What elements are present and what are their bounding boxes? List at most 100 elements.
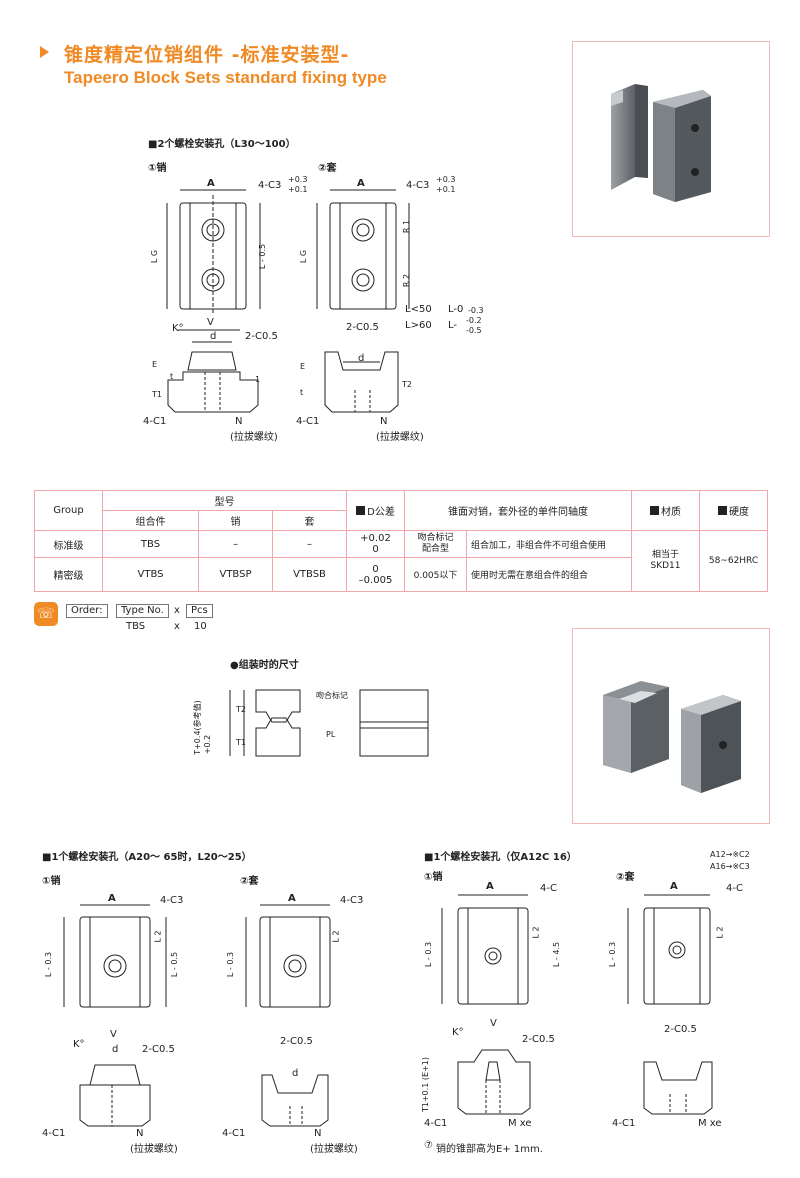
sec2-pin-label: ①销 [42,876,61,887]
title-arrow-icon [40,46,49,58]
row-prec-sleeve: VTBSB [272,557,347,592]
sleeve-label: ②套 [318,163,337,174]
page-subtitle: Tapeero Block Sets standard fixing type [64,68,387,87]
sec2-pin-n: N [136,1128,144,1139]
sec3-note: 销的锥部高为E+ 1mm. [436,1144,543,1155]
sec3-sleeve-chamfer: 4-C [726,883,743,894]
assembly-t1: T1 [236,738,246,747]
sec2-sleeve-label: ②套 [240,876,259,887]
section1-drawings [166,189,410,413]
block-set-image-icon [611,84,711,202]
sec2-sleeve-a: A [288,893,296,904]
pin-label: ①销 [148,163,167,174]
sec3-sleeve-mxe: M xe [698,1118,722,1129]
pin-chamfer: 4-C3 [258,180,282,191]
order-example-x: x [174,621,180,632]
pin-k-angle: K° [172,323,184,334]
note-l60-up: -0.2 [466,316,482,325]
section3-heading: ■1个螺栓安装孔（仅A12C 16） [424,852,577,863]
sleeve-chamfer: 4-C3 [406,180,430,191]
section1-heading: ■2个螺栓安装孔（L30～100） [148,139,296,150]
assembly-heading: ●组装时的尺寸 [230,660,299,671]
sec3-a16: A16→※C3 [710,862,750,871]
sec2-pin-a: A [108,893,116,904]
sec2-pin-chamfer: 4-C3 [160,895,184,906]
note-l60: L>60 [405,320,432,331]
pin-t: t [170,372,174,381]
row-prec-pin: VTBSP [198,557,273,592]
order-example-type: TBS [126,621,146,632]
sec3-pin-c05: 2-C0.5 [522,1034,555,1045]
sec3-sleeve-label: ②套 [616,872,635,883]
sleeve-chamfer-tol-dn: +0.1 [436,185,456,194]
sec2-pin-v: V [110,1029,117,1040]
note-l50: L<50 [405,304,432,315]
pin-thread: (拉拔螺纹) [230,432,278,443]
product-photo-bottom [572,628,770,824]
row-std-label: 标准级 [34,530,103,558]
pin-e: E [152,360,158,369]
sec3-pin-chamfer: 4-C [540,883,557,894]
sec3-a12: A12→※C2 [710,850,750,859]
sleeve-t2: T2 [402,380,412,389]
sec3-pin-k: K° [452,1027,464,1038]
pin-chamfer-tol-dn: +0.1 [288,185,308,194]
spec-table: Group 型号 D公差 锥面对销，套外径的单件同轴度 材质 硬度 组合件 销 … [34,490,768,592]
pin-n: N [235,416,243,427]
sleeve-thread: (拉拔螺纹) [376,432,424,443]
sec2-pin-c1: 4-C1 [42,1128,66,1139]
sec2-sleeve-d: d [292,1068,299,1079]
sec2-sleeve-c05: 2-C0.5 [280,1036,313,1047]
sleeve-t: t [300,388,304,397]
h-icon [718,506,727,515]
section3-drawings [441,894,713,1115]
pin-dim-a: A [207,178,215,189]
hardness-val: 58~62HRC [699,530,768,592]
th-group: Group [34,490,103,531]
sec2-sleeve-thread: (拉拔螺纹) [310,1144,358,1155]
product-photo-top [572,41,770,237]
assembly-drawing [229,689,429,757]
note-l50-val: L-0 [448,304,464,315]
sec3-pin-et1: T1+0.1 (E+1) [421,1056,431,1113]
sleeve-c1: 4-C1 [296,416,320,427]
sec3-note-icon: ⑦ [424,1140,433,1151]
sec3-pin-l45: L - 4.5 [552,941,562,968]
sec3-sleeve-l: L - 0.3 [608,941,618,968]
sec3-pin-mxe: M xe [508,1118,532,1129]
order-example-qty: 10 [194,621,207,632]
pin-chamfer-tol-up: +0.3 [288,175,308,184]
sleeve-e: E [300,362,306,371]
note-l60-val: L- [448,320,458,331]
d-tol-icon [356,506,366,515]
assembly-t2: T2 [236,705,246,714]
sec3-sleeve-c05: 2-C0.5 [664,1024,697,1035]
sec2-pin-k: K° [73,1039,85,1050]
sec3-sleeve-l2: L 2 [715,926,725,939]
section2-drawings [63,904,331,1127]
m-icon [650,506,659,515]
order-phone-icon: ☏ [34,602,58,626]
sec3-pin-a: A [486,881,494,892]
section2-heading: ■1个螺栓安装孔（A20～ 65时，L20～25） [42,852,252,863]
pin-one: 1 [255,375,261,384]
sleeve-d: d [358,353,365,364]
order-pcs: Pcs [186,604,213,618]
order-x: x [174,605,180,616]
sec3-pin-c1: 4-C1 [424,1118,448,1129]
sec2-pin-d: d [112,1044,119,1055]
sec2-pin-thread: (拉拔螺纹) [130,1144,178,1155]
sec2-sleeve-chamfer: 4-C3 [340,895,364,906]
pin-d: d [210,331,217,342]
row-prec-combo: VTBS [102,557,199,592]
note-l60-dn: -0.5 [466,326,482,335]
order-label: Order: [66,604,108,618]
pin-c1: 4-C1 [143,416,167,427]
pin-v: V [207,317,214,328]
page-title: 锥度精定位销组件 -标准安装型- [64,44,350,66]
sec3-pin-l: L - 0.3 [424,941,434,968]
sec3-sleeve-a: A [670,881,678,892]
sec3-pin-label: ①销 [424,872,443,883]
